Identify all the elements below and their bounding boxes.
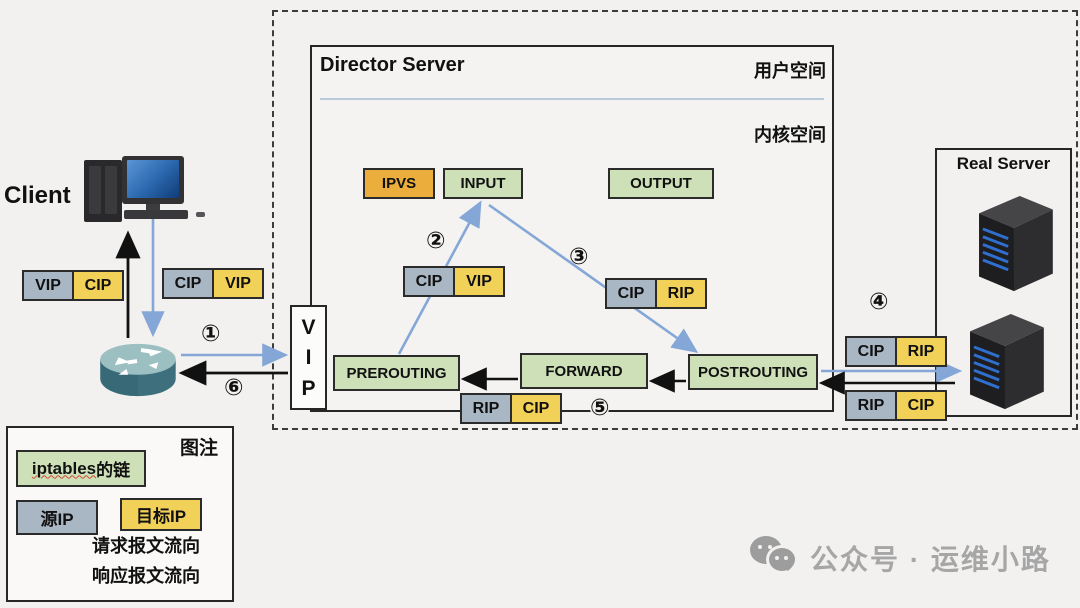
output-chain-box: OUTPUT [608,168,714,199]
packet-dest-cell: RIP [895,336,947,367]
packet-source-cell: CIP [162,268,214,299]
packet-label-client-request: CIP VIP [162,268,264,299]
vip-letter: P [301,376,316,400]
packet-label-from-real-server: RIP CIP [845,390,947,421]
client-mouse-icon [196,212,205,217]
input-chain-box: INPUT [443,168,523,199]
user-space-label: 用户空间 [754,61,826,81]
packet-source-cell: RIP [845,390,897,421]
watermark-text: 公众号 · 运维小路 [810,544,1051,575]
client-monitor-stand [146,204,160,211]
legend-request-flow-label: 请求报文流向 [92,536,200,556]
kernel-space-label: 内核空间 [754,125,826,145]
real-server-icon [957,312,1052,412]
client-monitor-icon [122,156,184,204]
legend-dest-ip-chip: 目标IP [120,498,202,531]
packet-dest-cell: CIP [895,390,947,421]
real-server-icon [966,194,1061,294]
prerouting-chain-box: PREROUTING [333,355,460,391]
packet-label-input-to-postrouting: CIP RIP [605,278,707,309]
vip-letter: V [301,315,316,339]
packet-dest-cell: CIP [510,393,562,424]
director-host-dashed-boundary [272,10,1078,430]
packet-dest-cell: VIP [453,266,505,297]
vip-interface-box: V I P [290,305,327,410]
packet-source-cell: RIP [460,393,512,424]
packet-label-prerouting-to-input: CIP VIP [403,266,505,297]
packet-source-cell: CIP [403,266,455,297]
watermark: 公众号 · 运维小路 [750,536,1051,580]
client-tower-icon [84,160,122,222]
step-4-badge: ④ [869,288,889,314]
real-server-box: Real Server [935,148,1072,417]
step-3-badge: ③ [569,243,589,269]
step-1-badge: ① [201,320,221,346]
postrouting-chain-box: POSTROUTING [688,354,818,390]
packet-dest-cell: CIP [72,270,124,301]
step-2-badge: ② [426,227,446,253]
legend-source-ip-chip: 源IP [16,500,98,535]
packet-source-cell: CIP [605,278,657,309]
packet-dest-cell: VIP [212,268,264,299]
step-6-badge: ⑥ [224,374,244,400]
legend-chain-word: 的链 [96,461,131,480]
ipvs-box: IPVS [363,168,435,199]
wechat-icon [750,536,800,580]
director-server-title: Director Server [320,54,465,76]
packet-label-response-bottom: RIP CIP [460,393,562,424]
packet-label-to-real-server: CIP RIP [845,336,947,367]
step-5-badge: ⑤ [590,394,610,420]
user-kernel-divider [320,98,824,100]
vip-letter: I [305,346,312,369]
packet-label-client-response: VIP CIP [22,270,124,301]
forward-chain-box: FORWARD [520,353,648,389]
client-keyboard-icon [124,210,188,219]
packet-source-cell: VIP [22,270,74,301]
client-label: Client [4,182,71,209]
packet-source-cell: CIP [845,336,897,367]
legend-response-flow-label: 响应报文流向 [92,566,200,586]
packet-dest-cell: RIP [655,278,707,309]
legend-title: 图注 [179,438,218,459]
legend-iptables-word: iptables [31,458,97,478]
real-server-title: Real Server [956,154,1051,173]
router-icon [98,340,178,398]
